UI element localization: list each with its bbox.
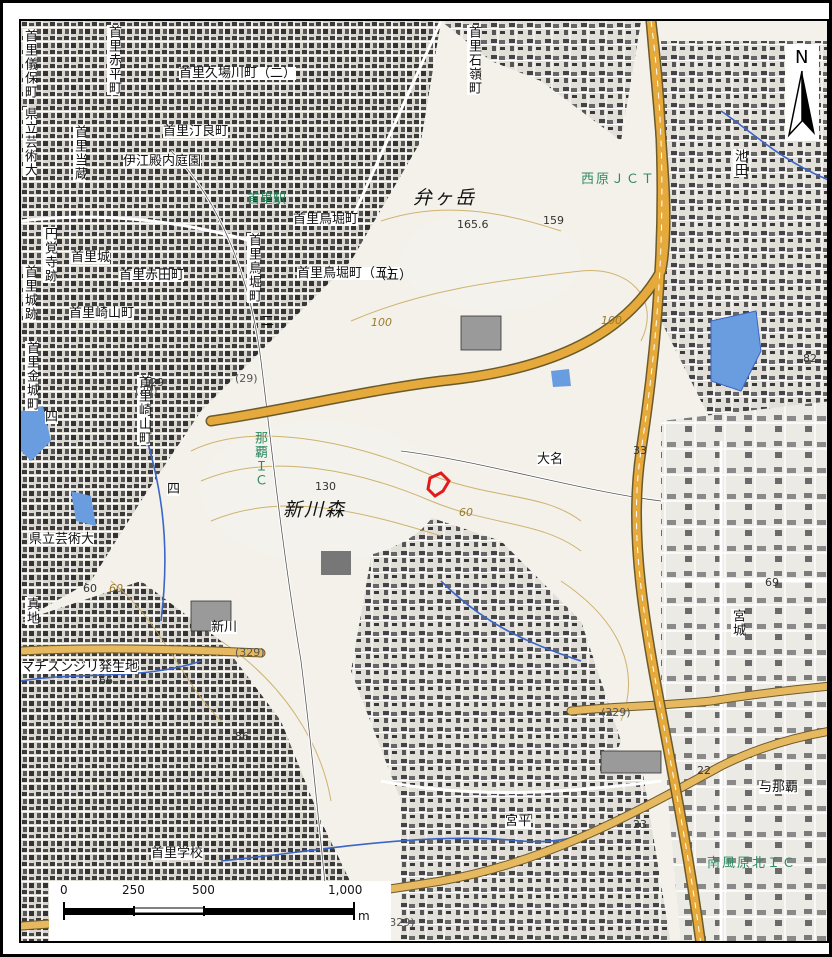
label-machisu-origin: マチスンジリ発生地 — [21, 660, 139, 675]
scale-tick-250: 250 — [122, 883, 145, 897]
contour-label: 60 — [109, 582, 123, 595]
scale-tick-500: 500 — [192, 883, 215, 897]
label-enkakuji-ruins: 円覚寺跡 — [42, 227, 57, 283]
elevation: 159 — [543, 214, 564, 227]
urban-ikeda — [661, 41, 827, 441]
route-number: (329) — [601, 706, 631, 719]
label-shuri-sakiyama-vertical: 首里崎山町 — [136, 375, 151, 445]
contour-label: 100 — [371, 316, 392, 329]
label-block-5: （五） — [373, 268, 413, 283]
elevation: 23 — [633, 818, 647, 831]
label-block-2: 二 — [261, 314, 275, 329]
route-number: (29) — [135, 384, 158, 397]
label-arakawa-mori: 新川森 — [283, 499, 347, 521]
map-canvas — [21, 21, 827, 941]
elevation: 165.6 — [457, 218, 489, 231]
label-nishihara-jct: 西原ＪＣＴ — [581, 172, 657, 187]
label-shuri-sakiyama: 首里崎山町 — [69, 306, 135, 321]
label-shuri-station: 首里駅 — [247, 192, 287, 207]
label-shinji: 真地 — [24, 597, 39, 625]
label-shuri-school: 首里学校 — [151, 846, 204, 861]
scale-bar: 0 250 500 1,000 m — [49, 881, 391, 941]
label-shuri-castle-site: 首里城跡 — [22, 265, 37, 321]
label-miyahira: 宮平 — [505, 814, 532, 829]
contour-label: 60 — [459, 506, 473, 519]
elevation: 82 — [803, 352, 817, 365]
label-shuri-akahira: 首里赤平町 — [106, 25, 121, 95]
label-prefectural-arts-university-vertical: 県立芸術大 — [22, 107, 37, 177]
label-block-4: 四 — [45, 410, 59, 425]
label-shuri-gibo: 首里儀保町 — [22, 29, 37, 99]
scale-unit: m — [358, 909, 370, 923]
label-ikeda: 池田 — [732, 149, 747, 177]
label-shuri-akata: 首里赤田町 — [119, 268, 185, 283]
label-benga-take: 弁ヶ岳 — [413, 187, 477, 209]
urban-north — [441, 21, 641, 141]
urban-shuri — [21, 21, 441, 621]
label-shuri-kinjo: 首里金城町 — [24, 341, 39, 411]
label-shuri-torihori-vertical: 首里鳥堀町 — [246, 233, 261, 303]
label-shuri-torihori-5: 首里鳥堀町（五） — [297, 266, 402, 281]
route-number: (329) — [385, 916, 415, 929]
label-shuri-kaera: 首里汀良町 — [163, 124, 229, 139]
label-naha-ic: 那覇ＩＣ — [252, 431, 267, 487]
label-oona: 大名 — [537, 452, 564, 467]
label-shuri-torihori: 首里鳥堀町 — [293, 212, 359, 227]
route-number: (329) — [235, 646, 265, 659]
label-minami-haebaru-kita-ic: 南風原北ＩＣ — [707, 856, 798, 871]
label-shuri-toubaru: 首里当蔵 — [72, 125, 87, 181]
contour-label: 100 — [601, 314, 622, 327]
urban-east — [661, 401, 827, 941]
scale-tick-1000: 1,000 — [328, 883, 363, 897]
north-label: N — [795, 47, 809, 68]
label-shuri-ishimine: 首里石嶺町 — [466, 25, 481, 95]
elevation: 33 — [633, 444, 647, 457]
elevation: 130 — [315, 480, 336, 493]
scale-bar-graphic — [63, 902, 355, 920]
elevation: 86 — [235, 730, 249, 743]
label-arakawa: 新川 — [211, 620, 238, 635]
north-arrow: N — [785, 45, 819, 141]
topographic-map[interactable]: 弁ヶ岳 新川森 西原ＪＣＴ 首里駅 那覇ＩＣ 南風原北ＩＣ 県立芸術大 県立芸術… — [19, 19, 829, 943]
label-shuri-castle: 首里城 — [71, 250, 111, 265]
reservoir — [710, 310, 762, 392]
road-edges — [170, 150, 662, 941]
north-arrow-icon — [787, 70, 815, 138]
pond-west — [21, 406, 51, 461]
label-miyagi: 宮城 — [730, 609, 745, 637]
elevation: 66 — [99, 674, 113, 687]
elevation: 129 — [143, 376, 164, 389]
elevation: 60 — [83, 582, 97, 595]
route-number: (29) — [235, 372, 258, 385]
label-prefectural-arts-university: 県立芸術大 — [29, 532, 95, 547]
elevation: 69 — [765, 576, 779, 589]
scale-tick-0: 0 — [60, 883, 68, 897]
elevation: 22 — [697, 764, 711, 777]
label-yonaha: 与那覇 — [759, 780, 799, 795]
target-site — [426, 471, 451, 498]
label-shuri-kubagawa: 首里久場川町（二） — [179, 66, 297, 81]
label-block-4b: 四 — [167, 482, 181, 497]
label-iezun-garden: 伊江殿内庭園 — [123, 154, 202, 169]
